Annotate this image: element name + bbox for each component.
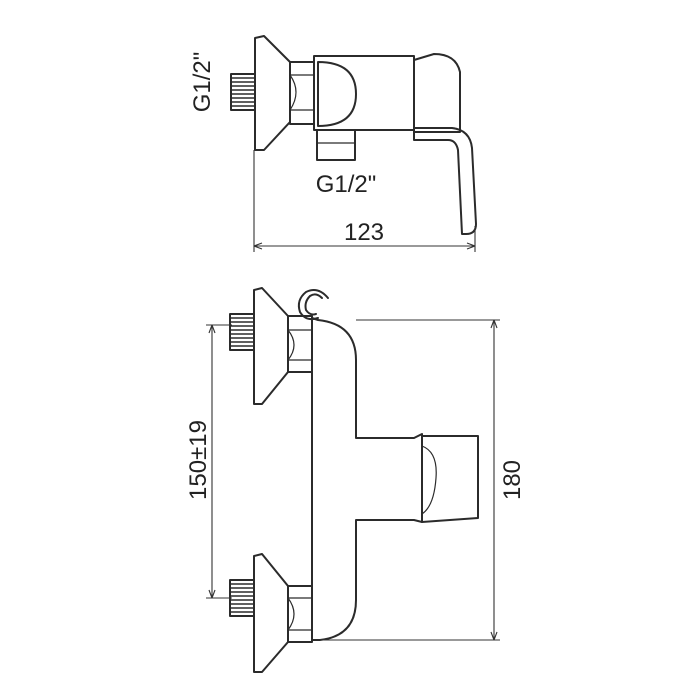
- front-mixer-body: [311, 317, 423, 641]
- inlet-thread-label: G1/2": [189, 52, 216, 113]
- front-cartridge-curve: [421, 445, 437, 515]
- side-inlet-thread: [230, 73, 256, 111]
- height-dimension: [320, 319, 500, 641]
- height-dimension-label: 180: [499, 460, 526, 500]
- shower-hook: [297, 289, 329, 321]
- upper-hex-nut: [287, 315, 313, 373]
- width-dimension: [253, 150, 476, 252]
- side-body-boss: [317, 61, 357, 127]
- side-lever-cap: [413, 53, 461, 133]
- side-lever-handle: [413, 127, 477, 235]
- lower-flange: [253, 553, 289, 673]
- upper-inlet-thread: [229, 313, 255, 351]
- spacing-dimension-label: 150±19: [185, 420, 212, 500]
- outlet-thread-label: G1/2": [316, 171, 377, 198]
- spacing-dimension: [206, 324, 232, 599]
- side-outlet: [316, 129, 356, 161]
- side-flange: [254, 35, 291, 151]
- front-view: 180 150±19: [185, 287, 526, 673]
- upper-flange: [253, 287, 289, 405]
- side-view: 123 G1/2" G1/2": [189, 35, 477, 252]
- side-hex-nut: [289, 61, 315, 125]
- lower-inlet-thread: [229, 579, 255, 617]
- width-dimension-label: 123: [344, 219, 384, 246]
- front-cartridge-cap: [421, 435, 479, 523]
- side-mixer-body: [313, 55, 415, 131]
- lower-hex-nut: [287, 585, 313, 643]
